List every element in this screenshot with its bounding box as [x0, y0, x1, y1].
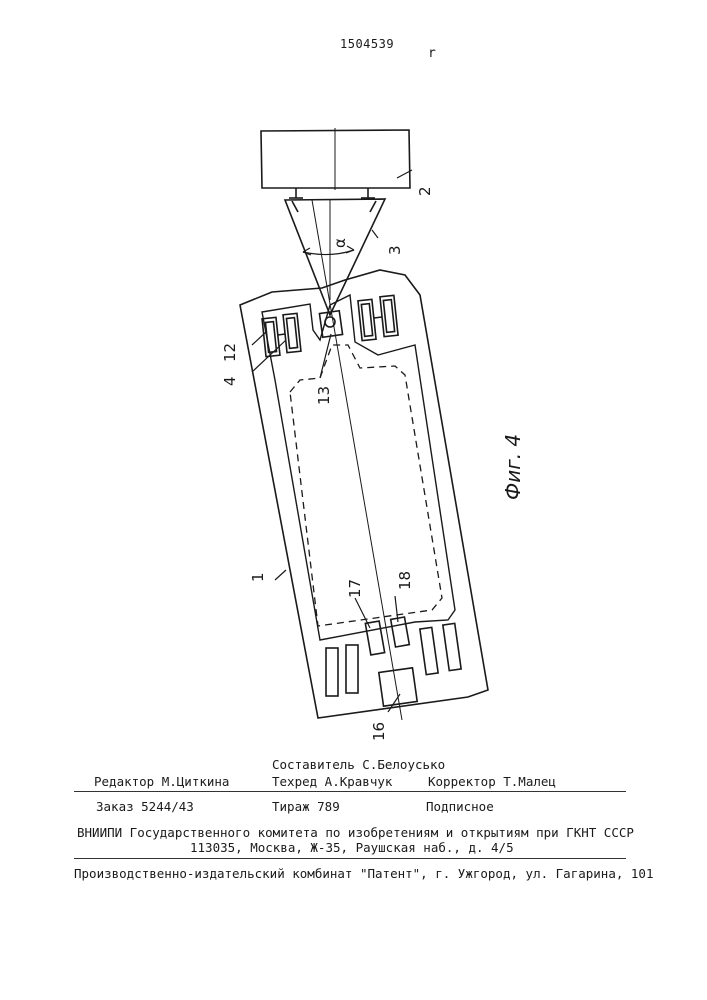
label-1: 1: [249, 572, 267, 582]
label-alpha: α: [331, 238, 349, 248]
label-17: 17: [346, 579, 364, 598]
editor: Редактор М.Циткина: [94, 775, 229, 789]
compiler: Составитель С.Белоусько: [272, 758, 445, 772]
front-wheels-right: [358, 295, 398, 340]
label-2: 2: [416, 186, 434, 196]
device-18: [391, 617, 410, 647]
label-16: 16: [370, 722, 388, 741]
figure-caption: Фиг. 4: [501, 434, 525, 500]
corrector: Корректор Т.Малец: [428, 775, 556, 789]
subscription: Подписное: [426, 800, 494, 814]
rear-wheels-left: [326, 645, 358, 696]
label-4: 4: [221, 376, 239, 386]
figure-4-drawing: 2 3 α 12 4 13 1 17 18 16 Фиг. 4: [0, 0, 707, 760]
address: 113035, Москва, Ж-35, Раушская наб., д. …: [190, 841, 514, 855]
machine-2-supports: [289, 188, 375, 198]
label-12: 12: [221, 343, 239, 362]
load-area-dashed: [290, 345, 442, 626]
label-13: 13: [315, 386, 333, 405]
label-18: 18: [396, 571, 414, 590]
device-17: [365, 621, 384, 655]
divider-1: [74, 791, 626, 792]
institute: ВНИИПИ Государственного комитета по изоб…: [77, 826, 634, 840]
front-wheels-left: [262, 313, 301, 356]
divider-2: [74, 858, 626, 859]
tow-frame-3: [285, 199, 385, 315]
label-3: 3: [386, 245, 404, 255]
vehicle-axis: [312, 200, 402, 720]
order: Заказ 5244/43: [96, 800, 194, 814]
device-16: [379, 668, 417, 706]
circulation: Тираж 789: [272, 800, 340, 814]
rear-wheels-right: [420, 623, 461, 674]
techred: Техред А.Кравчук: [272, 775, 392, 789]
printer: Производственно-издательский комбинат "П…: [74, 867, 653, 881]
